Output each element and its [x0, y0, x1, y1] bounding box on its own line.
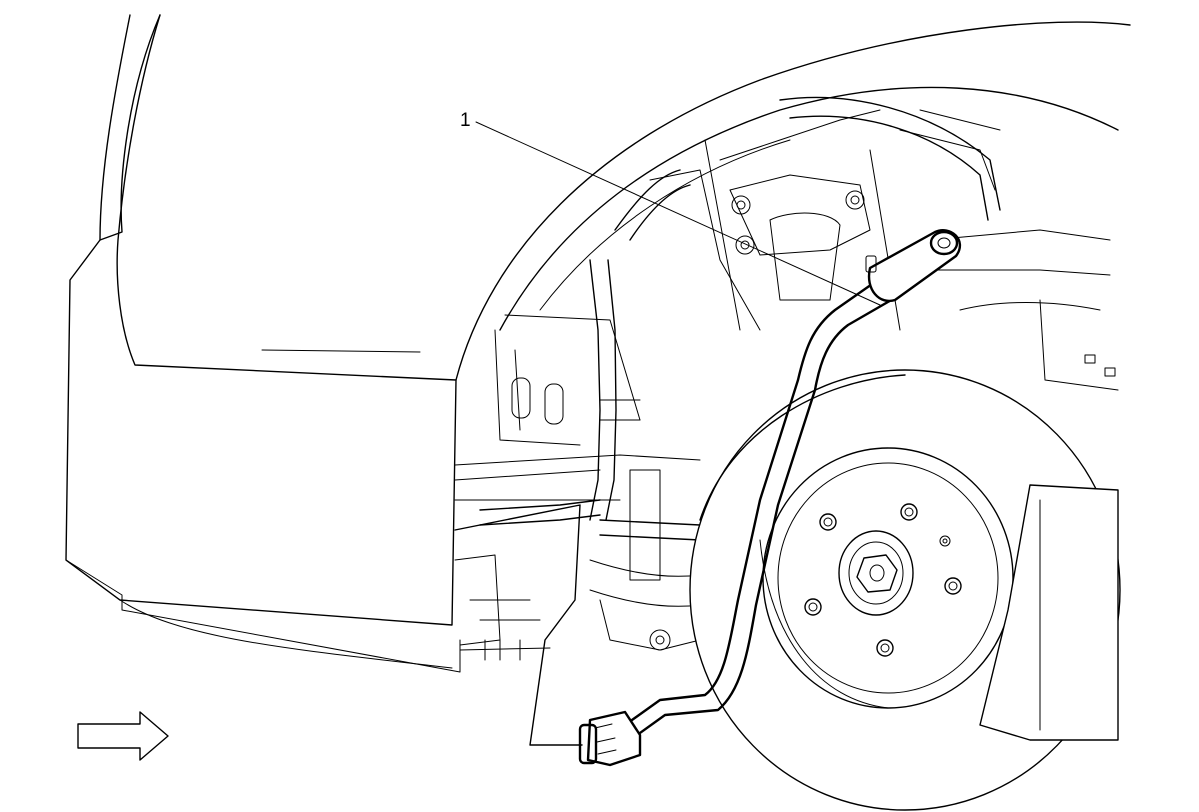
lug-studs	[804, 503, 962, 657]
wheelhouse-structure	[454, 109, 1119, 661]
splash-shield	[454, 504, 583, 746]
wheel-hub	[838, 530, 914, 616]
fuel-feed-pipe	[578, 229, 962, 767]
brake-caliper	[979, 484, 1119, 741]
callout-leader-line	[475, 121, 881, 306]
callout-label: 1	[460, 110, 471, 131]
quarter-panel	[65, 14, 461, 673]
wheel-arch	[455, 21, 1131, 381]
arrow-right-icon	[77, 711, 169, 761]
hoses	[479, 96, 1001, 651]
